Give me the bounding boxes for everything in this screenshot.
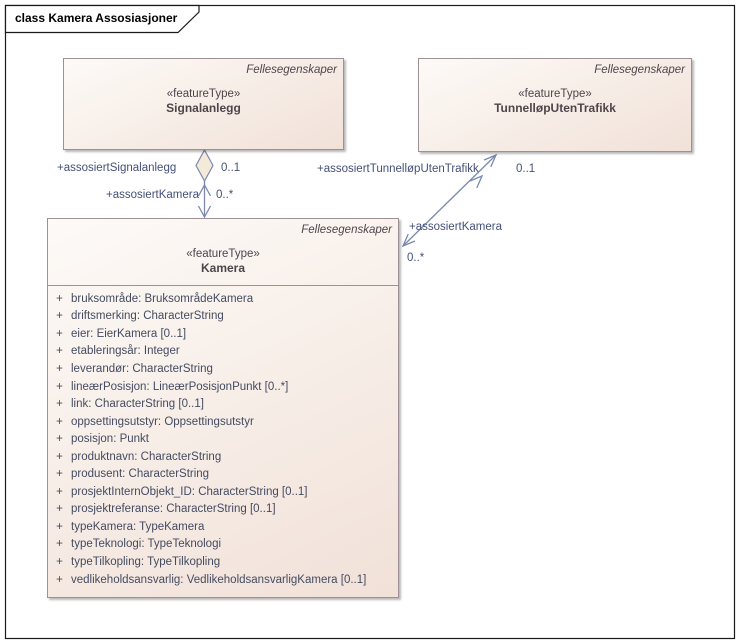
stereotype-label: «featureType»: [166, 88, 241, 100]
package-label: Fellesegenskaper: [594, 64, 685, 76]
attribute-visibility: +: [56, 310, 63, 323]
class-attribute[interactable]: + typeTeknologi: TypeTeknologi: [48, 536, 398, 554]
role-label-assosiert-kamera-right: +assosiertKamera: [409, 221, 502, 233]
attribute-visibility: +: [56, 415, 63, 428]
class-attribute[interactable]: + lineærPosisjon: LineærPosisjonPunkt [0…: [48, 378, 398, 396]
arrowhead-toward-tunnellop: [483, 153, 498, 168]
attribute-visibility: +: [56, 345, 63, 358]
class-attribute[interactable]: + typeKamera: TypeKamera: [48, 518, 398, 536]
multiplicity-kamera-end-left: 0..*: [216, 189, 234, 201]
attribute-visibility: +: [56, 433, 63, 446]
attribute-text: vedlikeholdsansvarlig: Vedlikeholdsansva…: [71, 573, 367, 586]
multiplicity-tunnellop-end: 0..1: [516, 163, 536, 175]
multiplicity-kamera-end-right: 0..*: [407, 252, 425, 264]
attribute-text: typeKamera: TypeKamera: [71, 520, 205, 533]
class-attribute[interactable]: + driftsmerking: CharacterString: [48, 308, 398, 326]
package-label: Fellesegenskaper: [246, 64, 337, 76]
multiplicity-signalanlegg-end: 0..1: [221, 162, 241, 174]
class-attribute[interactable]: + produsent: CharacterString: [48, 465, 398, 483]
attribute-text: oppsettingsutstyr: Oppsettingsutstyr: [71, 415, 254, 428]
class-name: Kamera: [200, 261, 246, 275]
attribute-text: eier: EierKamera [0..1]: [71, 327, 187, 340]
attribute-compartment: + bruksområde: BruksområdeKamera + drift…: [48, 285, 398, 588]
attribute-visibility: +: [56, 573, 63, 586]
class-attribute[interactable]: + eier: EierKamera [0..1]: [48, 325, 398, 343]
attribute-visibility: +: [56, 450, 63, 463]
role-label-assosiert-kamera-left: +assosiertKamera: [106, 189, 199, 201]
diagram-title: class Kamera Assosiasjoner: [15, 11, 178, 25]
attribute-text: driftsmerking: CharacterString: [71, 310, 224, 323]
attribute-text: leverandør: CharacterString: [71, 362, 213, 375]
attribute-text: produktnavn: CharacterString: [71, 450, 222, 463]
class-attribute[interactable]: + prosjektreferanse: CharacterString [0.…: [48, 501, 398, 519]
aggregation-diamond: [195, 148, 214, 183]
class-attribute[interactable]: + link: CharacterString [0..1]: [48, 395, 398, 413]
class-attribute[interactable]: + bruksområde: BruksområdeKamera: [48, 290, 398, 308]
attribute-text: typeTeknologi: TypeTeknologi: [71, 538, 222, 551]
attribute-text: etableringsår: Integer: [71, 345, 180, 358]
role-label-assosiert-signalanlegg: +assosiertSignalanlegg: [57, 162, 177, 174]
attribute-text: bruksområde: BruksområdeKamera: [71, 292, 254, 305]
role-label-assosiert-tunnellop: +assosiertTunnelløpUtenTrafikk: [317, 163, 479, 175]
attribute-visibility: +: [56, 327, 63, 340]
attribute-text: lineærPosisjon: LineærPosisjonPunkt [0..…: [71, 380, 289, 393]
attribute-visibility: +: [56, 538, 63, 551]
class-attribute[interactable]: + produktnavn: CharacterString: [48, 448, 398, 466]
class-name: Signalanlegg: [166, 101, 241, 115]
arrowhead-toward-tunnellop-inner: [469, 174, 484, 189]
arrowhead-toward-kamera: [197, 205, 212, 219]
attribute-visibility: +: [56, 503, 63, 516]
attribute-text: link: CharacterString [0..1]: [71, 398, 204, 411]
class-attribute[interactable]: + posisjon: Punkt: [48, 430, 398, 448]
class-attribute[interactable]: + prosjektInternObjekt_ID: CharacterStri…: [48, 483, 398, 501]
attribute-text: typeTilkopling: TypeTilkopling: [71, 555, 221, 568]
attribute-text: prosjektInternObjekt_ID: CharacterString…: [71, 485, 308, 498]
stereotype-label: «featureType»: [186, 248, 260, 260]
attribute-visibility: +: [56, 555, 63, 568]
class-attribute[interactable]: + typeTilkopling: TypeTilkopling: [48, 553, 398, 571]
attribute-visibility: +: [56, 398, 63, 411]
class-name: TunnelløpUtenTrafikk: [494, 101, 616, 115]
attribute-visibility: +: [56, 520, 63, 533]
attribute-visibility: +: [56, 380, 63, 393]
class-attribute[interactable]: + vedlikeholdsansvarlig: Vedlikeholdsans…: [48, 571, 398, 589]
attribute-visibility: +: [56, 292, 63, 305]
package-label: Fellesegenskaper: [301, 224, 392, 236]
attribute-text: produsent: CharacterString: [71, 468, 210, 481]
arrowhead-toward-signalanlegg: [197, 183, 212, 197]
attribute-visibility: +: [56, 362, 63, 375]
attribute-visibility: +: [56, 468, 63, 481]
class-box-signalanlegg[interactable]: Fellesegenskaper «featureType» Signalanl…: [63, 58, 344, 150]
attribute-text: prosjektreferanse: CharacterString [0..1…: [71, 503, 276, 516]
stereotype-label: «featureType»: [518, 88, 592, 100]
class-box-kamera[interactable]: Fellesegenskaper «featureType» Kamera + …: [47, 218, 399, 598]
class-attribute[interactable]: + oppsettingsutstyr: Oppsettingsutstyr: [48, 413, 398, 431]
association-signalanlegg-kamera[interactable]: [195, 148, 214, 219]
class-attribute[interactable]: + leverandør: CharacterString: [48, 360, 398, 378]
arrowhead-toward-kamera: [401, 233, 416, 248]
attribute-visibility: +: [56, 485, 63, 498]
class-attribute[interactable]: + etableringsår: Integer: [48, 343, 398, 361]
class-box-tunnellop-uten-trafikk[interactable]: Fellesegenskaper «featureType» Tunnelløp…: [418, 58, 692, 152]
attribute-text: posisjon: Punkt: [71, 433, 149, 446]
